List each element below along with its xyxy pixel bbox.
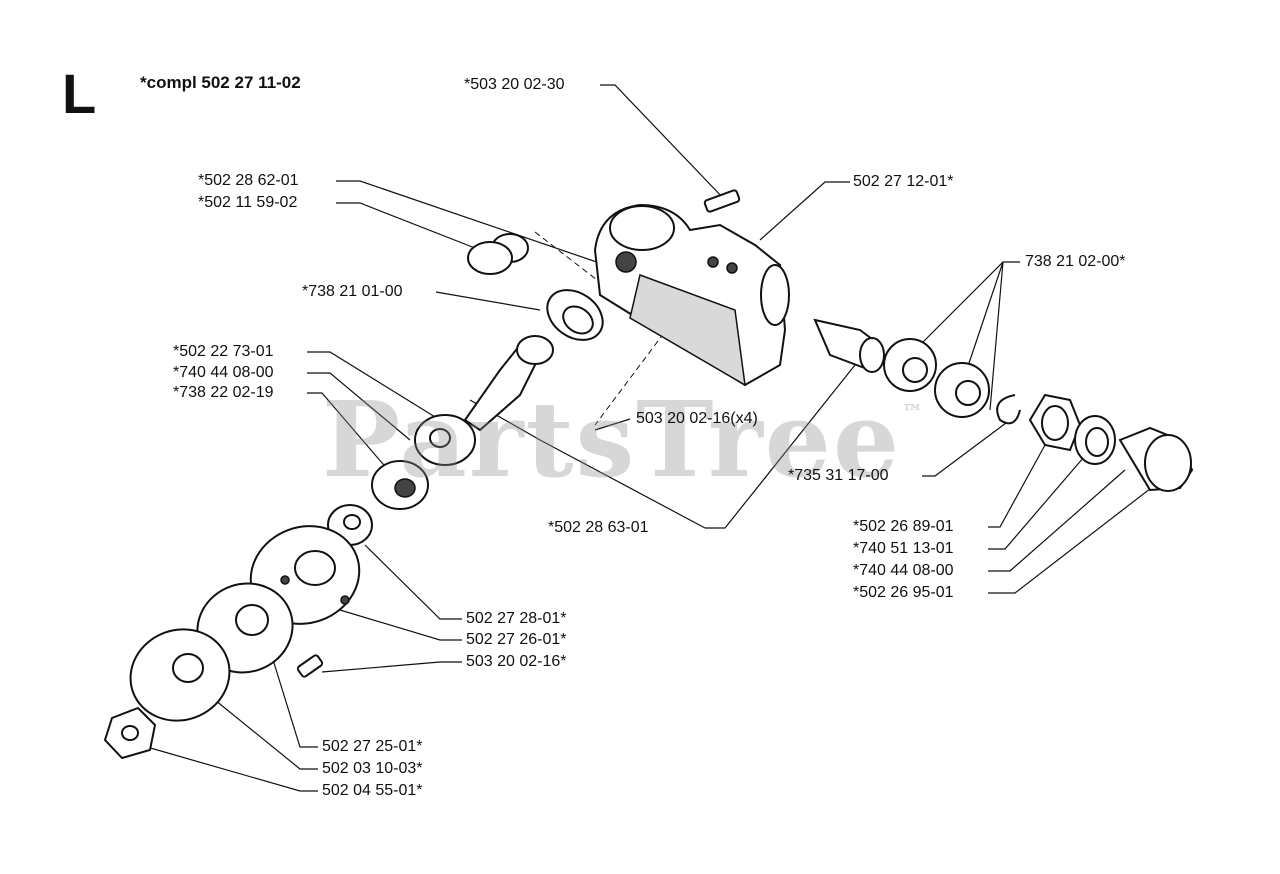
watermark-text: PartsTree bbox=[322, 378, 902, 501]
watermark-mark: ™ bbox=[901, 400, 926, 426]
callout-502-26-95-01[interactable]: *502 26 95-01 bbox=[853, 584, 954, 601]
callout-502-04-55-01[interactable]: 502 04 55-01* bbox=[322, 782, 423, 799]
callout-502-27-28-01[interactable]: 502 27 28-01* bbox=[466, 610, 567, 627]
hex-ring bbox=[1028, 393, 1082, 452]
drive-shaft bbox=[463, 335, 554, 432]
assembly-number: *compl 502 27 11-02 bbox=[140, 73, 301, 92]
bearing-lower bbox=[371, 460, 429, 510]
callout-502-03-10-03[interactable]: 502 03 10-03* bbox=[322, 760, 423, 777]
callout-735-31-17-00[interactable]: *735 31 17-00 bbox=[788, 467, 889, 484]
pinion bbox=[813, 318, 885, 373]
callout-502-27-12-01[interactable]: 502 27 12-01* bbox=[853, 173, 954, 190]
support-cup bbox=[129, 628, 231, 722]
callout-502-28-63-01[interactable]: *502 28 63-01 bbox=[548, 519, 649, 536]
spacer-ring bbox=[414, 414, 476, 466]
callout-502-27-26-01[interactable]: 502 27 26-01* bbox=[466, 631, 567, 648]
section-letter: L bbox=[62, 62, 97, 125]
callout-502-28-62-01[interactable]: *502 28 62-01 bbox=[198, 172, 299, 189]
callout-740-51-13-01[interactable]: *740 51 13-01 bbox=[853, 540, 954, 557]
cap-sleeve bbox=[1118, 426, 1194, 492]
callout-738-21-02-00[interactable]: 738 21 02-00* bbox=[1025, 253, 1126, 270]
watermark: PartsTree™ bbox=[322, 378, 925, 501]
seal-ring bbox=[1074, 415, 1116, 465]
leader-lines bbox=[139, 84, 1156, 792]
plug-cap bbox=[467, 233, 529, 275]
screw-top bbox=[703, 189, 741, 213]
callout-503-20-02-16-x4[interactable]: 503 20 02-16(x4) bbox=[636, 410, 758, 427]
hex-nut bbox=[103, 706, 157, 760]
bearing-right-1 bbox=[883, 338, 937, 392]
callout-740-44-08-00-a[interactable]: *740 44 08-00 bbox=[173, 364, 274, 381]
flange-screw bbox=[296, 654, 324, 678]
callout-738-21-01-00[interactable]: *738 21 01-00 bbox=[302, 283, 403, 300]
callout-738-22-02-19[interactable]: *738 22 02-19 bbox=[173, 384, 274, 401]
circlip bbox=[996, 394, 1021, 425]
bearing-left bbox=[546, 289, 604, 341]
callout-502-22-73-01[interactable]: *502 22 73-01 bbox=[173, 343, 274, 360]
bearing-right-2 bbox=[934, 362, 990, 418]
callout-502-27-25-01[interactable]: 502 27 25-01* bbox=[322, 738, 423, 755]
callout-503-20-02-30[interactable]: *503 20 02-30 bbox=[464, 76, 565, 93]
callout-503-20-02-16[interactable]: 503 20 02-16* bbox=[466, 653, 567, 670]
gearbox-housing bbox=[593, 203, 790, 387]
callout-740-44-08-00-b[interactable]: *740 44 08-00 bbox=[853, 562, 954, 579]
callout-502-11-59-02[interactable]: *502 11 59-02 bbox=[198, 194, 298, 211]
callout-502-26-89-01[interactable]: *502 26 89-01 bbox=[853, 518, 954, 535]
